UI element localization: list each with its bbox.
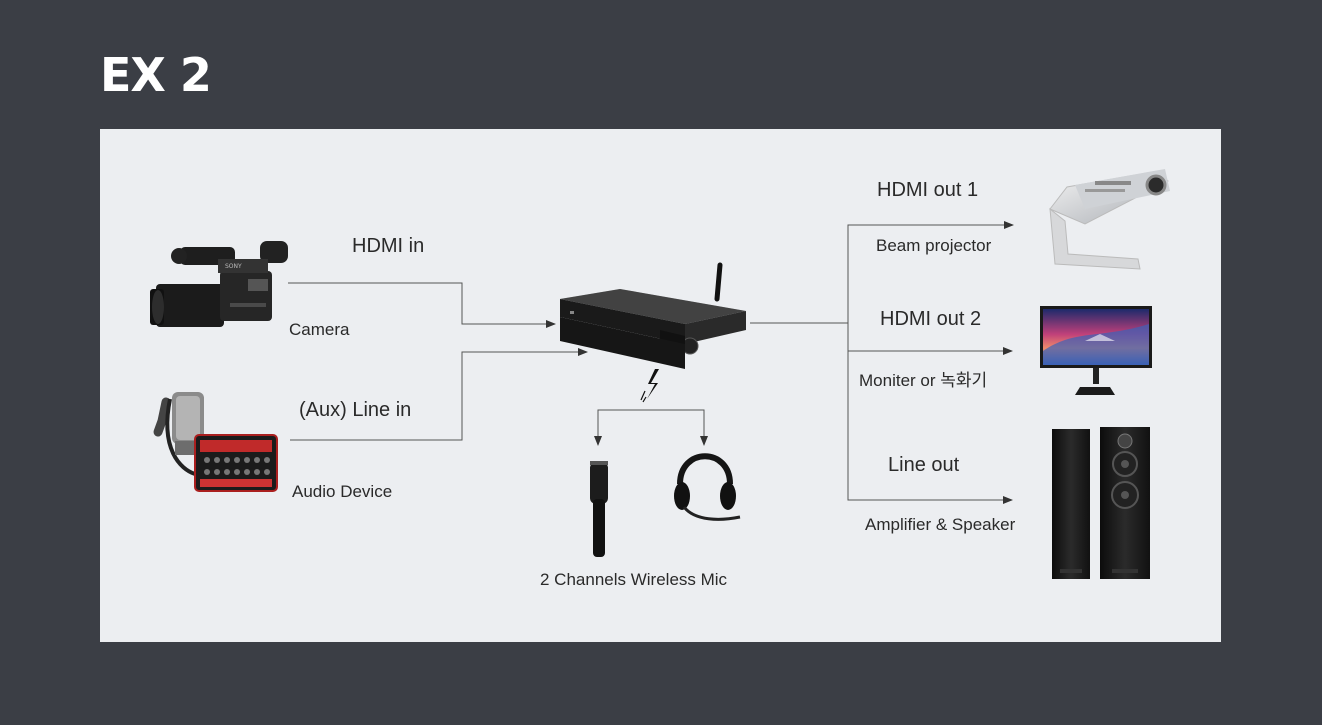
headset-icon <box>674 453 741 521</box>
camera-icon: SONY <box>150 241 288 327</box>
monitor-label-suffix: 녹화기 <box>940 371 988 390</box>
wireless-bolt-icon <box>640 369 659 403</box>
line-out-line <box>847 351 1013 504</box>
connection-diagram: SONY <box>150 169 1170 579</box>
audio-device-icon <box>153 392 278 492</box>
central-device-icon <box>560 262 746 369</box>
connection-lines <box>288 221 1014 504</box>
aux-line-in-line <box>290 348 588 441</box>
monitor-label-main: Moniter or <box>859 371 936 390</box>
line-out-label: Line out <box>888 454 960 476</box>
amplifier-speaker-label: Amplifier & Speaker <box>865 515 1016 534</box>
microphone-icon <box>590 461 608 557</box>
camera-label: Camera <box>289 320 350 339</box>
audio-device-label: Audio Device <box>292 482 393 501</box>
hdmi-in-line <box>288 282 556 328</box>
beam-projector-label: Beam projector <box>876 236 992 255</box>
projector-icon <box>1049 169 1170 270</box>
svg-text:SONY: SONY <box>225 263 242 270</box>
hdmi-out-1-label: HDMI out 1 <box>877 179 979 201</box>
hdmi-in-label: HDMI in <box>352 235 425 257</box>
aux-line-in-label: (Aux) Line in <box>299 399 412 421</box>
hdmi-out-1-line <box>750 221 1014 324</box>
page-title: EX 2 <box>100 48 212 102</box>
wireless-mic-label: 2 Channels Wireless Mic <box>540 570 728 589</box>
speakers-icon <box>1052 427 1150 579</box>
monitor-icon <box>1040 306 1152 395</box>
diagram-panel: SONY <box>100 129 1221 642</box>
monitor-label: Moniter or 녹화기 <box>859 366 987 391</box>
hdmi-out-2-label: HDMI out 2 <box>880 308 982 330</box>
mic-split-line <box>597 409 705 441</box>
